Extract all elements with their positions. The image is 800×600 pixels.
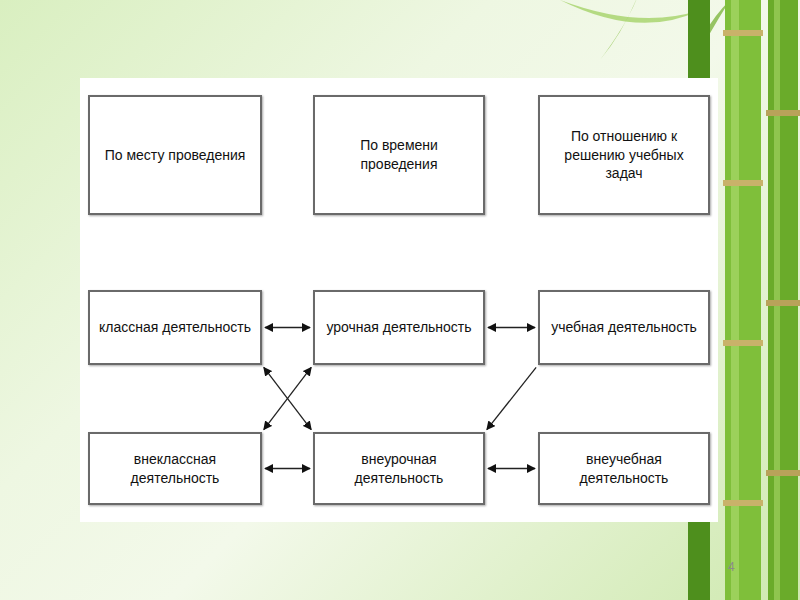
- category-box: По месту проведения: [88, 95, 262, 215]
- box-text: классная деятельность: [99, 318, 251, 337]
- arrow-connector: [265, 327, 310, 328]
- box-text: внеучебная деятельность: [548, 450, 700, 488]
- box-text: внеклассная деятельность: [98, 450, 252, 488]
- box-text: учебная деятельность: [551, 318, 697, 337]
- arrow-connector: [264, 367, 311, 429]
- arrow-connector: [488, 327, 535, 328]
- arrow-connector: [488, 468, 535, 469]
- arrow-connector: [264, 367, 311, 429]
- arrow-connector: [487, 367, 536, 429]
- activity-box: урочная деятельность: [313, 290, 485, 365]
- category-box: По отношению к решению учебных задач: [538, 95, 710, 215]
- activity-box: учебная деятельность: [538, 290, 710, 365]
- activity-box: внеклассная деятельность: [88, 432, 262, 505]
- box-text: урочная деятельность: [326, 318, 471, 337]
- page-number: 4: [728, 560, 735, 574]
- box-text: внеурочная деятельность: [323, 450, 475, 488]
- box-text: По времени проведения: [323, 136, 475, 174]
- box-text: По отношению к решению учебных задач: [548, 127, 700, 184]
- arrow-connector: [265, 468, 310, 469]
- activity-box: внеурочная деятельность: [313, 432, 485, 505]
- box-text: По месту проведения: [105, 146, 246, 165]
- category-box: По времени проведения: [313, 95, 485, 215]
- activity-box: внеучебная деятельность: [538, 432, 710, 505]
- activity-box: классная деятельность: [88, 290, 262, 365]
